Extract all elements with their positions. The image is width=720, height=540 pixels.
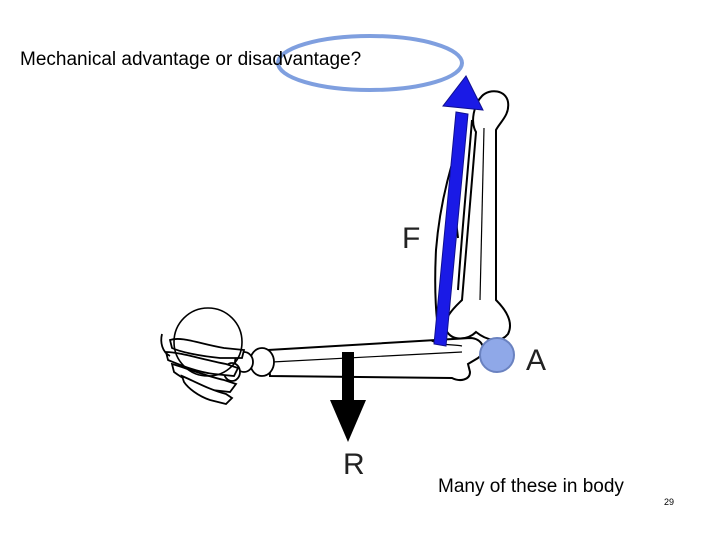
page-number: 29 xyxy=(664,497,675,507)
slide-caption: Many of these in body xyxy=(438,476,624,497)
fulcrum-dot-icon xyxy=(479,337,515,373)
highlight-ellipse xyxy=(276,34,464,92)
force-label: F xyxy=(402,222,421,255)
forearm-bones xyxy=(266,336,485,381)
ball xyxy=(173,307,243,377)
fulcrum-label: A xyxy=(526,344,547,377)
force-arrow-icon xyxy=(433,75,484,347)
hand-bones xyxy=(160,333,275,405)
resistance-label: R xyxy=(343,448,365,481)
slide-title: Mechanical advantage or disadvantage? xyxy=(20,49,362,70)
resistance-arrow-icon xyxy=(330,352,366,442)
